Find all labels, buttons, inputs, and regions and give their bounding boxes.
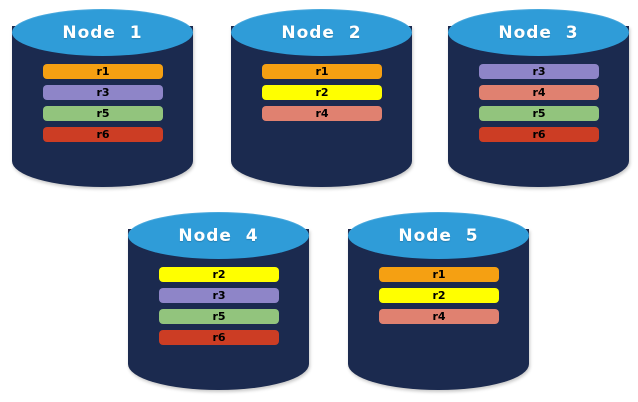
node-cylinder-top: [12, 9, 193, 56]
replica-bar-r6[interactable]: r6: [159, 330, 279, 345]
replica-bar-r2[interactable]: r2: [159, 267, 279, 282]
node-cylinder-top: [448, 9, 629, 56]
replica-bar-r5[interactable]: r5: [479, 106, 599, 121]
replica-bar-r3[interactable]: r3: [43, 85, 163, 100]
replica-list: r1 r2 r4: [262, 64, 382, 121]
replica-bar-r1[interactable]: r1: [379, 267, 499, 282]
replica-list: r2 r3 r5 r6: [159, 267, 279, 345]
replica-bar-r1[interactable]: r1: [43, 64, 163, 79]
replica-bar-r4[interactable]: r4: [479, 85, 599, 100]
replica-bar-r4[interactable]: r4: [262, 106, 382, 121]
replica-bar-r4[interactable]: r4: [379, 309, 499, 324]
node-cylinder-top: [348, 212, 529, 259]
replica-bar-r5[interactable]: r5: [159, 309, 279, 324]
replica-bar-r3[interactable]: r3: [159, 288, 279, 303]
replica-list: r1 r3 r5 r6: [43, 64, 163, 142]
node-cylinder-top: [128, 212, 309, 259]
replica-bar-r2[interactable]: r2: [379, 288, 499, 303]
replica-bar-r1[interactable]: r1: [262, 64, 382, 79]
node-cylinder-top: [231, 9, 412, 56]
replica-bar-r6[interactable]: r6: [479, 127, 599, 142]
replica-bar-r3[interactable]: r3: [479, 64, 599, 79]
replica-bar-r5[interactable]: r5: [43, 106, 163, 121]
replica-bar-r2[interactable]: r2: [262, 85, 382, 100]
replica-bar-r6[interactable]: r6: [43, 127, 163, 142]
replica-list: r3 r4 r5 r6: [479, 64, 599, 142]
replica-list: r1 r2 r4: [379, 267, 499, 324]
